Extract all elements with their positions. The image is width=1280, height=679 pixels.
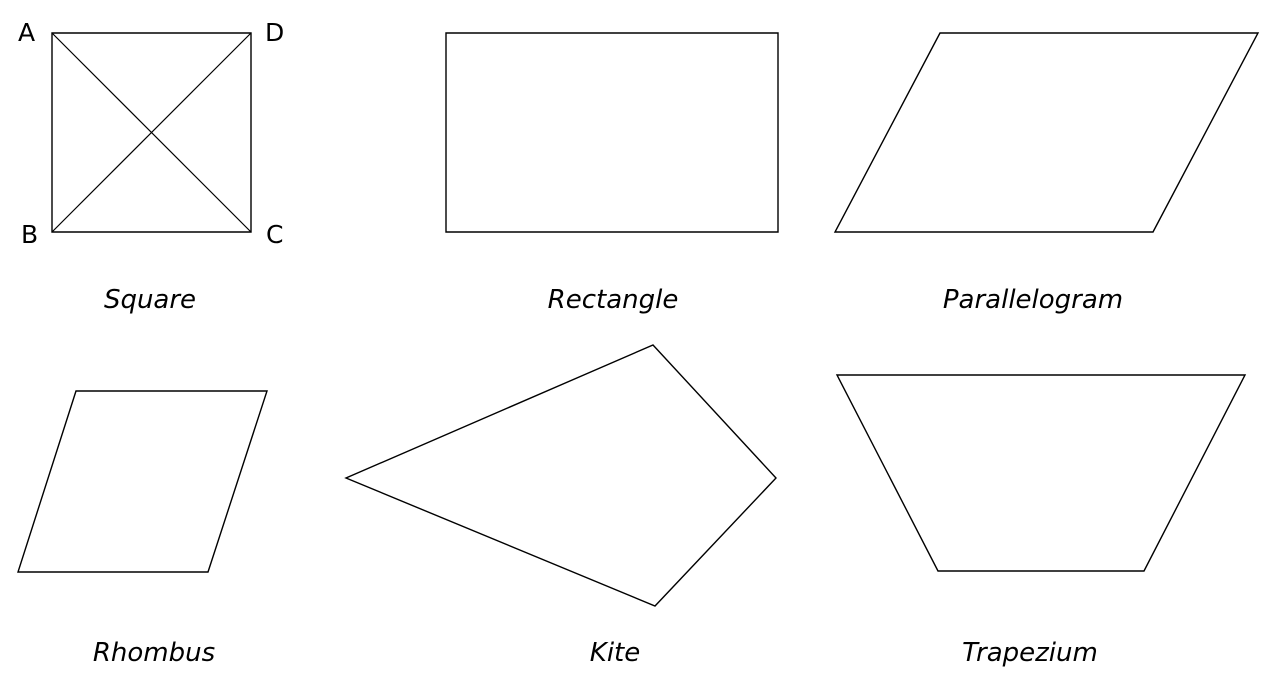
kite-shape <box>344 344 777 607</box>
rhombus-figure: Rhombus <box>17 390 268 668</box>
square-diagonal-bd <box>51 32 252 233</box>
parallelogram-label: Parallelogram <box>943 285 1123 315</box>
trapezium-figure: Trapezium <box>835 374 1247 668</box>
rhombus-label: Rhombus <box>93 638 215 668</box>
rectangle-figure: Rectangle <box>445 32 779 315</box>
rectangle-label: Rectangle <box>548 285 679 315</box>
vertex-label-c: C <box>266 220 283 249</box>
parallelogram-figure: Parallelogram <box>833 32 1260 315</box>
vertex-label-b: B <box>21 220 38 249</box>
trapezium-shape <box>835 374 1247 572</box>
kite-label: Kite <box>590 638 640 668</box>
kite-figure: Kite <box>344 344 777 668</box>
vertex-label-a: A <box>18 18 35 47</box>
parallelogram-shape <box>833 32 1260 233</box>
vertex-label-d: D <box>265 18 284 47</box>
rectangle-shape <box>445 32 779 233</box>
rhombus-shape <box>17 390 268 573</box>
trapezium-label: Trapezium <box>962 638 1098 668</box>
square-figure: A D B C Square <box>18 18 284 315</box>
square-label: Square <box>104 285 196 315</box>
